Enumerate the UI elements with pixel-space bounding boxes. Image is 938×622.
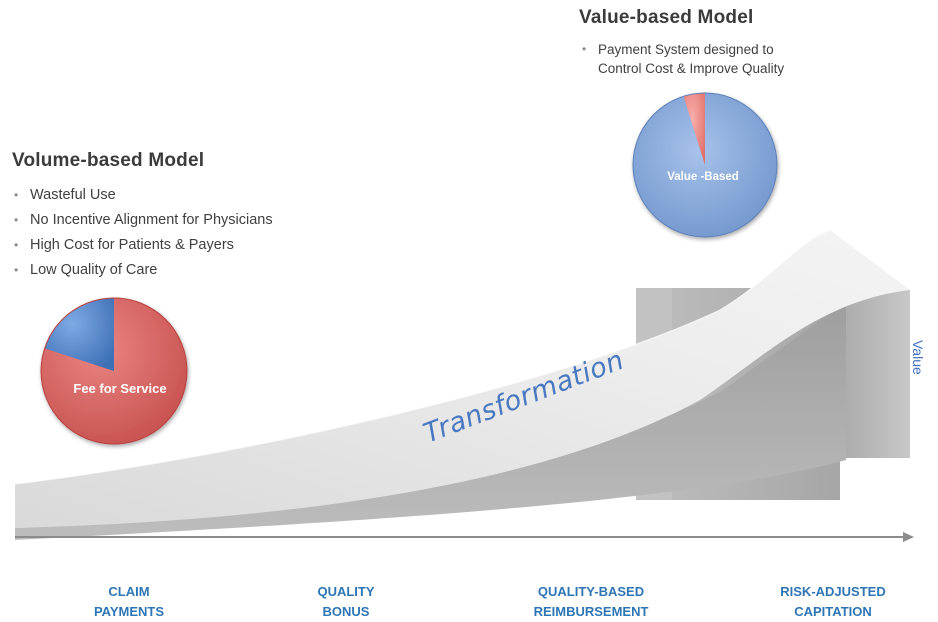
stage-line: REIMBURSEMENT [533,604,649,619]
fee-for-service-pie [40,297,188,445]
stage-quality-bonus: QUALITY BONUS [261,582,431,622]
value-model-bullets: Payment System designed to Control Cost … [580,40,820,78]
list-item: Wasteful Use [12,183,273,208]
stage-quality-based-reimbursement: QUALITY-BASED REIMBURSEMENT [506,582,676,622]
arrow-front-face [15,302,846,540]
stage-line: QUALITY [317,584,375,599]
pie-slice-other [44,298,114,371]
stage-line: BONUS [322,604,370,619]
stage-line: PAYMENTS [93,604,165,619]
stage-line: RISK-ADJUSTED [780,584,886,599]
list-item: High Cost for Patients & Payers [12,233,273,258]
value-model-title: Value-based Model [579,7,754,28]
volume-model-title: Volume-based Model [12,150,205,171]
pie-slice-other [683,93,705,165]
side-label-value: Value [910,340,926,375]
stage-claim-payments: CLAIM PAYMENTS [44,582,214,622]
timeline-axis [15,532,914,542]
list-item: No Incentive Alignment for Physicians [12,208,273,233]
value-based-label: Value -Based [667,171,739,183]
fee-for-service-label: Fee for Service [73,381,166,396]
value-based-pie [632,92,778,238]
stage-line: QUALITY-BASED [537,584,645,599]
stage-line: CLAIM [108,584,150,599]
arrow-top-face [15,230,910,528]
list-item: Payment System designed to Control Cost … [580,40,820,78]
list-item: Low Quality of Care [12,258,273,283]
volume-model-bullets: Wasteful Use No Incentive Alignment for … [12,183,273,283]
stage-line: CAPITATION [794,604,872,619]
stage-risk-adjusted-capitation: RISK-ADJUSTED CAPITATION [748,582,918,622]
